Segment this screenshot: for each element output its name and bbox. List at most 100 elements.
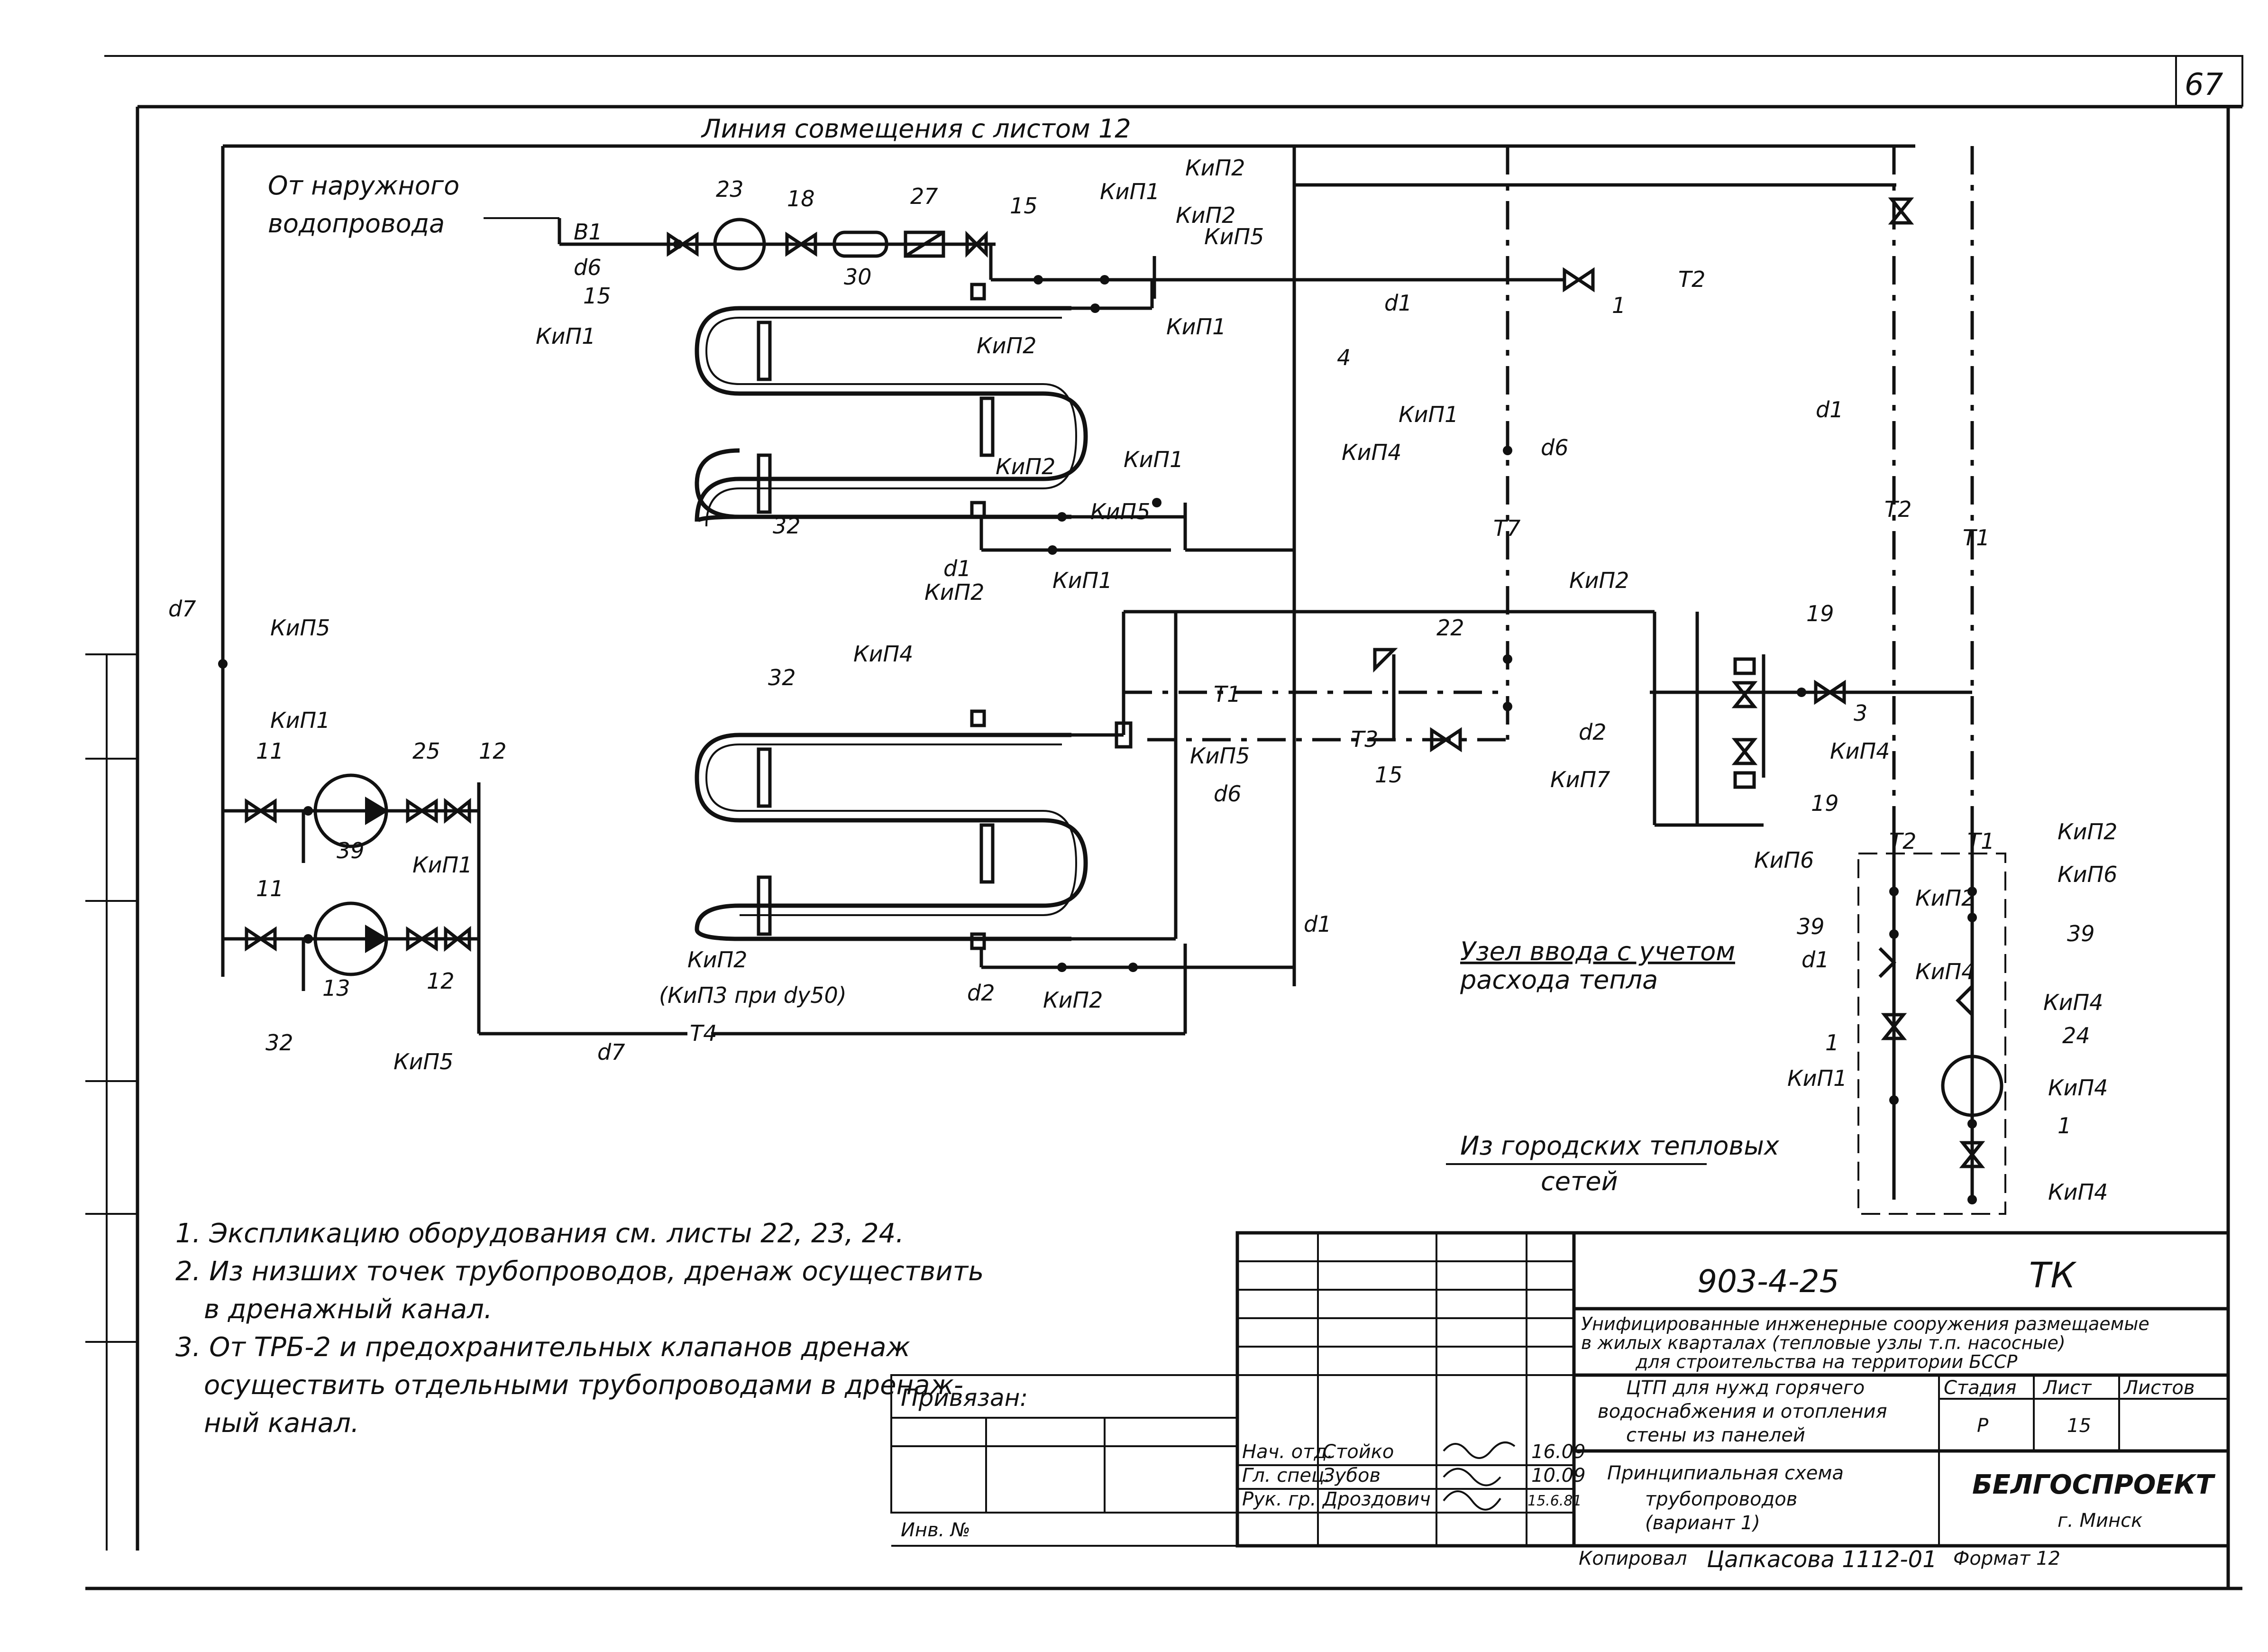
- pos-4: 4: [1337, 345, 1351, 370]
- pos-30a: 32: [773, 513, 801, 539]
- sig-role-3: Рук. гр.: [1242, 1488, 1317, 1510]
- water-meter-23: [713, 218, 766, 271]
- format-label: Формат 12: [1953, 1548, 2060, 1569]
- heat-meter-24: [1941, 1055, 2003, 1117]
- heat-meter-label-2: расхода тепла: [1460, 965, 1658, 995]
- kip2-top2: КиП2: [1176, 202, 1235, 228]
- regulator-25: [904, 230, 945, 258]
- title-block: Привязан: Инв. № Нач. отд. Стойко 16.09 …: [890, 1231, 2230, 1573]
- pos-19b: 19: [1811, 790, 1839, 816]
- kip4-exch: КиП4: [853, 641, 913, 667]
- kip2-top: КиП2: [1185, 155, 1245, 181]
- sig-name-1: Стойко: [1323, 1441, 1394, 1463]
- album-label: Цапкасова 1112-01: [1707, 1546, 1937, 1573]
- kip2-exch: КиП2: [977, 333, 1036, 358]
- bound-label: Привязан:: [901, 1384, 1028, 1412]
- label-d2-mid: d2: [1579, 719, 1606, 745]
- match-line-label: Линия совмещения с листом 12: [701, 114, 1131, 144]
- label-d7-bottom: d7: [597, 1039, 625, 1065]
- filter-27: [832, 230, 888, 258]
- kip4-node4: КиП4: [2048, 1179, 2108, 1205]
- signature-scribble-3: [1443, 1490, 1501, 1511]
- kip1-pump2: КиП1: [412, 852, 472, 878]
- city: г. Минск: [2058, 1510, 2142, 1532]
- stage-value: Р: [1977, 1415, 1989, 1437]
- kip6-left: КиП6: [1754, 847, 1814, 873]
- sheet-header: Лист: [2042, 1377, 2092, 1399]
- network-lines: [1115, 610, 1972, 827]
- sig-date-2: 10.09: [1531, 1465, 1586, 1487]
- label-t1-mid: Т1: [1214, 681, 1241, 707]
- kip2-bottom: КиП2: [687, 947, 747, 973]
- sheets-header: Листов: [2123, 1377, 2195, 1399]
- pos-15a: 25: [412, 738, 440, 764]
- organization: БЕЛГОСПРОЕКТ: [1972, 1469, 2215, 1500]
- notes-block: 1. Экспликацию оборудования см. листы 22…: [175, 1218, 984, 1439]
- pos-32b: 32: [265, 1030, 293, 1055]
- note-3: 3. От ТРБ-2 и предохранительных клапанов…: [175, 1332, 910, 1363]
- label-t1-riser: Т1: [1963, 525, 1990, 551]
- label-t2-meter: Т2: [1889, 828, 1916, 854]
- kip2-lower: КиП2: [1043, 987, 1103, 1013]
- position-numbers: 23 18 27 15 30 15 1 4 32 22 19 32 3 11 2…: [256, 176, 2095, 1138]
- inlet-valves: [667, 197, 1914, 293]
- note-2b: в дренажный канал.: [204, 1294, 493, 1325]
- section-title-2: водоснабжения и отопления: [1598, 1401, 1887, 1423]
- kip1-top: КиП1: [1100, 179, 1160, 204]
- pos-15b: 13: [322, 975, 350, 1001]
- pos-27: 30: [844, 264, 872, 290]
- pos-12b: 12: [427, 968, 455, 994]
- pos-1c: 1: [2058, 1113, 2071, 1138]
- description-3: для строительства на территории БССР: [1635, 1351, 2017, 1372]
- label-t1-meter: Т1: [1967, 828, 1994, 854]
- kip5-mid: КиП5: [1190, 743, 1250, 769]
- pos-3: 3: [1854, 700, 1867, 726]
- pos-11b: 11: [256, 876, 284, 901]
- signature-scribble-1: [1443, 1441, 1516, 1459]
- kip2-exch3: КиП2: [924, 579, 984, 605]
- kip2-node: КиП2: [1915, 885, 1975, 911]
- kip2-mid: КиП2: [1569, 568, 1629, 593]
- city-networks-label-2: сетей: [1541, 1166, 1618, 1196]
- stage-header: Стадия: [1944, 1377, 2016, 1399]
- label-d1-exch: d1: [943, 556, 971, 581]
- copied-label: Копировал: [1579, 1548, 1687, 1569]
- city-networks-label-1: Из городских тепловых: [1460, 1131, 1780, 1161]
- project-code: 903-4-25: [1697, 1263, 1839, 1300]
- pump-station: [223, 773, 687, 1036]
- pipe-labels: В1 d6 Т2 d1 d6 d1 Т7 Т2 Т1 d1 d7 Т1 Т3 d…: [168, 219, 1994, 1065]
- upper-heat-exchanger: [695, 280, 1294, 552]
- pos-1a: 1: [1612, 293, 1626, 318]
- kip1-inlet: КиП1: [536, 323, 595, 349]
- pos-13a: 15: [1010, 193, 1038, 219]
- sig-role-1: Нач. отд.: [1242, 1441, 1333, 1463]
- label-d1-meter: d1: [1802, 947, 1829, 973]
- pos-13b: 15: [583, 283, 611, 309]
- main-risers: [221, 146, 1974, 986]
- pos-23: 23: [716, 176, 744, 202]
- pos-19a: 19: [1806, 601, 1834, 626]
- kip1-exch3: КиП1: [1052, 568, 1112, 593]
- kip4-riser: КиП4: [1342, 440, 1401, 465]
- label-d6-lower: d6: [1214, 781, 1241, 807]
- pos-11a: 11: [256, 738, 284, 764]
- label-t3: Т3: [1351, 726, 1378, 752]
- pos-1b: 1: [1825, 1030, 1839, 1055]
- note-3c: ный канал.: [204, 1408, 359, 1439]
- pos-12a: 12: [479, 738, 507, 764]
- sig-date-1: 16.09: [1531, 1441, 1586, 1463]
- instrument-points: [218, 239, 1977, 1204]
- note-1: 1. Экспликацию оборудования см. листы 22…: [175, 1218, 904, 1249]
- kip2-right: КиП2: [2058, 819, 2117, 844]
- kip1-riser: КиП1: [1399, 402, 1458, 427]
- kip4-right: КиП4: [1830, 738, 1890, 764]
- kip4-node: КиП4: [1915, 959, 1975, 984]
- kip5-left: КиП5: [270, 615, 330, 641]
- pos-30b: 32: [768, 665, 796, 690]
- drawing-title-2: трубопроводов: [1645, 1488, 1797, 1510]
- kip4-node2: КиП4: [2043, 990, 2103, 1015]
- inlet-label-1: От наружного: [268, 171, 459, 201]
- cold-water-inlet: [484, 217, 1564, 299]
- kip1-node: КиП1: [1787, 1065, 1847, 1091]
- pos-18: 18: [787, 186, 815, 211]
